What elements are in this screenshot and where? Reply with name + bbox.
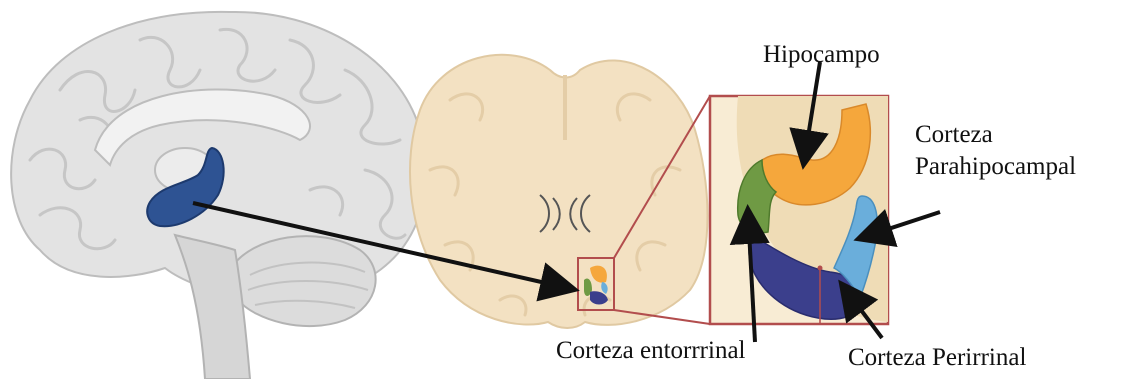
magnified-inset [710,96,888,324]
parahippocampal-label-line1: Corteza [915,120,993,150]
parahippocampal-label-line2: Parahipocampal [915,152,1076,182]
hippocampus-label: Hipocampo [763,40,880,70]
inset-marker-dot [818,266,823,271]
perirhinal-label: Corteza Perirrinal [848,343,1026,373]
sagittal-brain [11,12,426,379]
entorhinal-label: Corteza entorrrinal [556,336,746,366]
